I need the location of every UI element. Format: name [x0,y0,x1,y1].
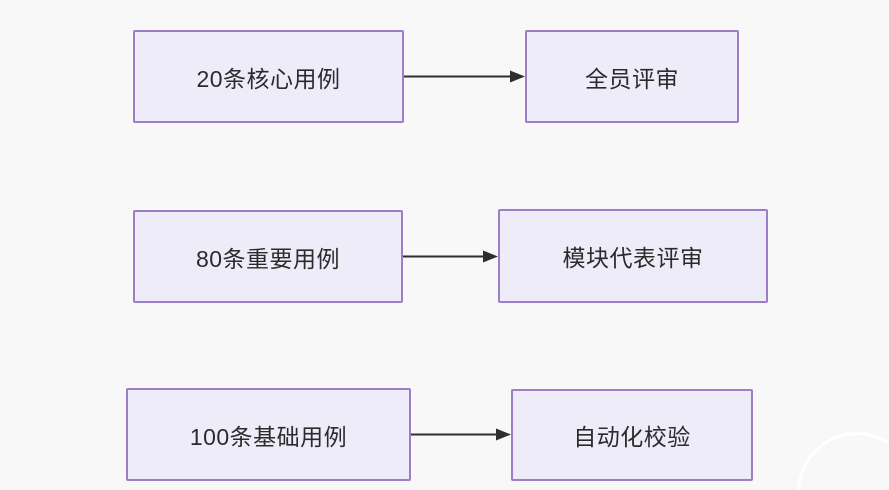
flow-node-label: 全员评审 [585,65,679,92]
arrowhead-icon [483,250,498,263]
arrowhead-icon [496,428,511,441]
flow-node-label: 100条基础用例 [189,423,348,450]
flow-node-basic-cases: 100条基础用例 [126,388,411,481]
flow-node-label: 自动化校验 [573,424,691,450]
flow-node-important-cases: 80条重要用例 [133,210,403,303]
flow-node-automated-verification: 自动化校验 [511,389,753,481]
watermark-arc [797,432,889,490]
flow-arrow-row3 [411,428,511,441]
flow-node-module-rep-review: 模块代表评审 [498,209,768,303]
flow-arrow-row1 [404,70,525,83]
flow-node-label: 20条核心用例 [196,65,341,92]
flow-arrow-row2 [403,250,498,263]
flow-node-core-cases: 20条核心用例 [133,30,404,123]
flow-node-label: 80条重要用例 [195,245,341,272]
arrowhead-icon [510,70,525,83]
flow-node-label: 模块代表评审 [562,245,704,271]
flow-node-full-review: 全员评审 [525,30,739,123]
